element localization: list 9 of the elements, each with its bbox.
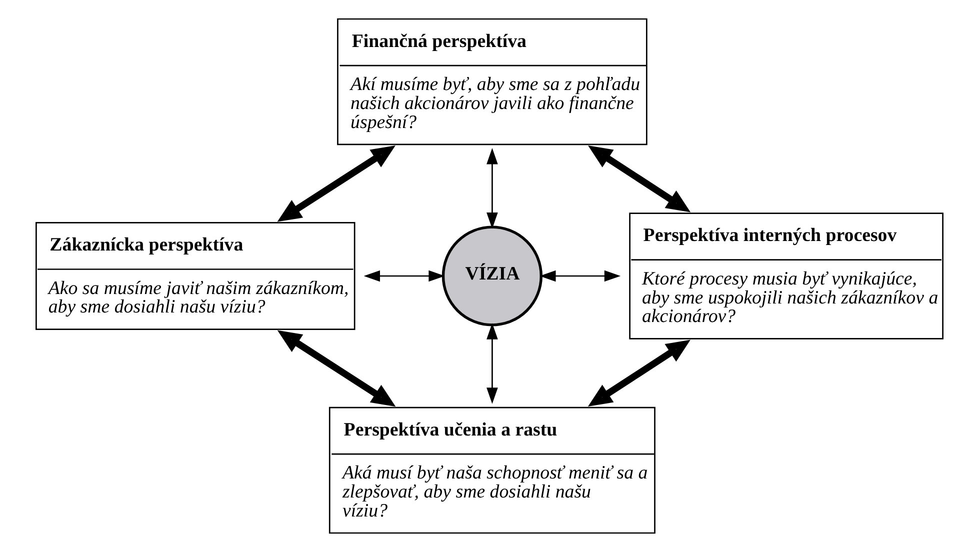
arrow [277,330,396,407]
arrow [588,145,691,212]
arrow [364,270,445,282]
arrow [588,340,690,407]
node-circle: VÍZIA [442,226,542,326]
arrow [486,323,498,404]
arrow [486,148,498,229]
arrow [540,270,621,282]
arrow [277,146,396,222]
